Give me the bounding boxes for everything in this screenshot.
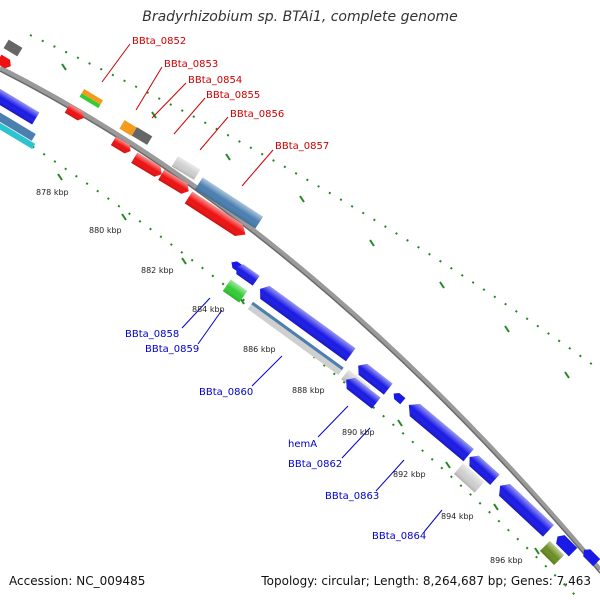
gene-red-mid[interactable] [158,169,192,197]
gene-cyan-left[interactable] [0,112,36,150]
gene-blue-small-b[interactable] [391,390,406,405]
map-title: Bradyrhizobium sp. BTAi1, complete genom… [142,9,458,25]
forward-strand-genes [0,39,264,241]
gene-label-bbta-0862: BBta_0862 [288,459,342,470]
gene-label-bbta-0863: BBta_0863 [325,491,379,502]
gene-blue-mid-rev[interactable] [465,452,500,485]
gene-label-hema: hemA [288,439,317,450]
genome-backbone-shadow [0,70,600,574]
accession-text: Accession: NC_009485 [9,574,146,588]
forward-leader-lines [101,43,274,187]
gene-red-edge[interactable] [0,54,13,71]
gene-label-bbta-0858: BBta_0858 [125,329,179,340]
gene-red-small-1[interactable] [64,104,86,122]
gene-bbta-0859[interactable] [222,279,248,303]
genome-backbone [0,65,600,572]
gene-bbta-0854[interactable] [131,127,153,145]
gene-blue-left[interactable] [0,81,40,125]
kbp-label: 880 kbp [89,226,122,235]
gene-bbta-0855[interactable] [110,136,133,156]
kbp-label: 878 kbp [36,188,69,197]
kbp-label: 884 kbp [192,305,225,314]
gene-label-bbta-0853: BBta_0853 [164,59,218,70]
gene-label-bbta-0852: BBta_0852 [132,36,186,47]
kbp-label: 896 kbp [490,556,523,565]
gene-label-bbta-0859: BBta_0859 [145,344,199,355]
kbp-label: 886 kbp [243,345,276,354]
gene-grey-steel-long[interactable] [247,301,344,375]
gene-bbta-0853[interactable] [119,120,137,136]
gene-bbta-0856[interactable] [131,152,165,180]
gene-label-bbta-0856: BBta_0856 [230,109,284,120]
gene-red-large[interactable] [184,191,250,241]
kbp-labels: 878 kbp 880 kbp 882 kbp 884 kbp 886 kbp … [36,188,523,565]
forward-gene-labels: BBta_0852 BBta_0853 BBta_0854 BBta_0855 … [132,36,329,152]
gene-grey-rev-2[interactable] [453,463,485,493]
gene-bbta-0858[interactable] [233,262,260,286]
kbp-label: 882 kbp [141,266,174,275]
gene-steel-left[interactable] [0,103,36,141]
kbp-label: 892 kbp [393,470,426,479]
reverse-strand-genes [0,81,600,567]
gene-label-bbta-0855: BBta_0855 [206,90,260,101]
gene-blue-edge-2[interactable] [580,546,600,567]
gene-bbta-0852[interactable] [79,89,104,109]
topology-text: Topology: circular; Length: 8,264,687 bp… [261,574,591,588]
inner-tick-track [0,124,581,600]
gene-label-bbta-0864: BBta_0864 [372,531,426,542]
gene-bbta-0862[interactable] [342,374,381,409]
reverse-gene-labels: BBta_0858 BBta_0859 BBta_0860 hemA BBta_… [125,329,426,542]
gene-bbta-0860[interactable] [255,282,356,362]
kbp-label: 890 kbp [342,428,375,437]
kbp-label: 888 kbp [292,386,325,395]
gene-label-bbta-0857: BBta_0857 [275,141,329,152]
gene-bbta-0857[interactable] [194,177,264,229]
reverse-leader-lines [181,297,443,533]
gene-bbta-0863[interactable] [404,399,474,462]
gene-label-bbta-0860: BBta_0860 [199,387,253,398]
gene-blue-edge[interactable] [553,532,578,557]
gene-olive[interactable] [539,540,565,566]
gene-bbta-0864[interactable] [495,480,554,537]
kbp-label: 894 kbp [441,512,474,521]
gene-hema[interactable] [354,360,393,395]
gene-grey-upper[interactable] [3,39,23,57]
gene-grey-fwd[interactable] [171,156,201,180]
gene-label-bbta-0854: BBta_0854 [188,75,242,86]
